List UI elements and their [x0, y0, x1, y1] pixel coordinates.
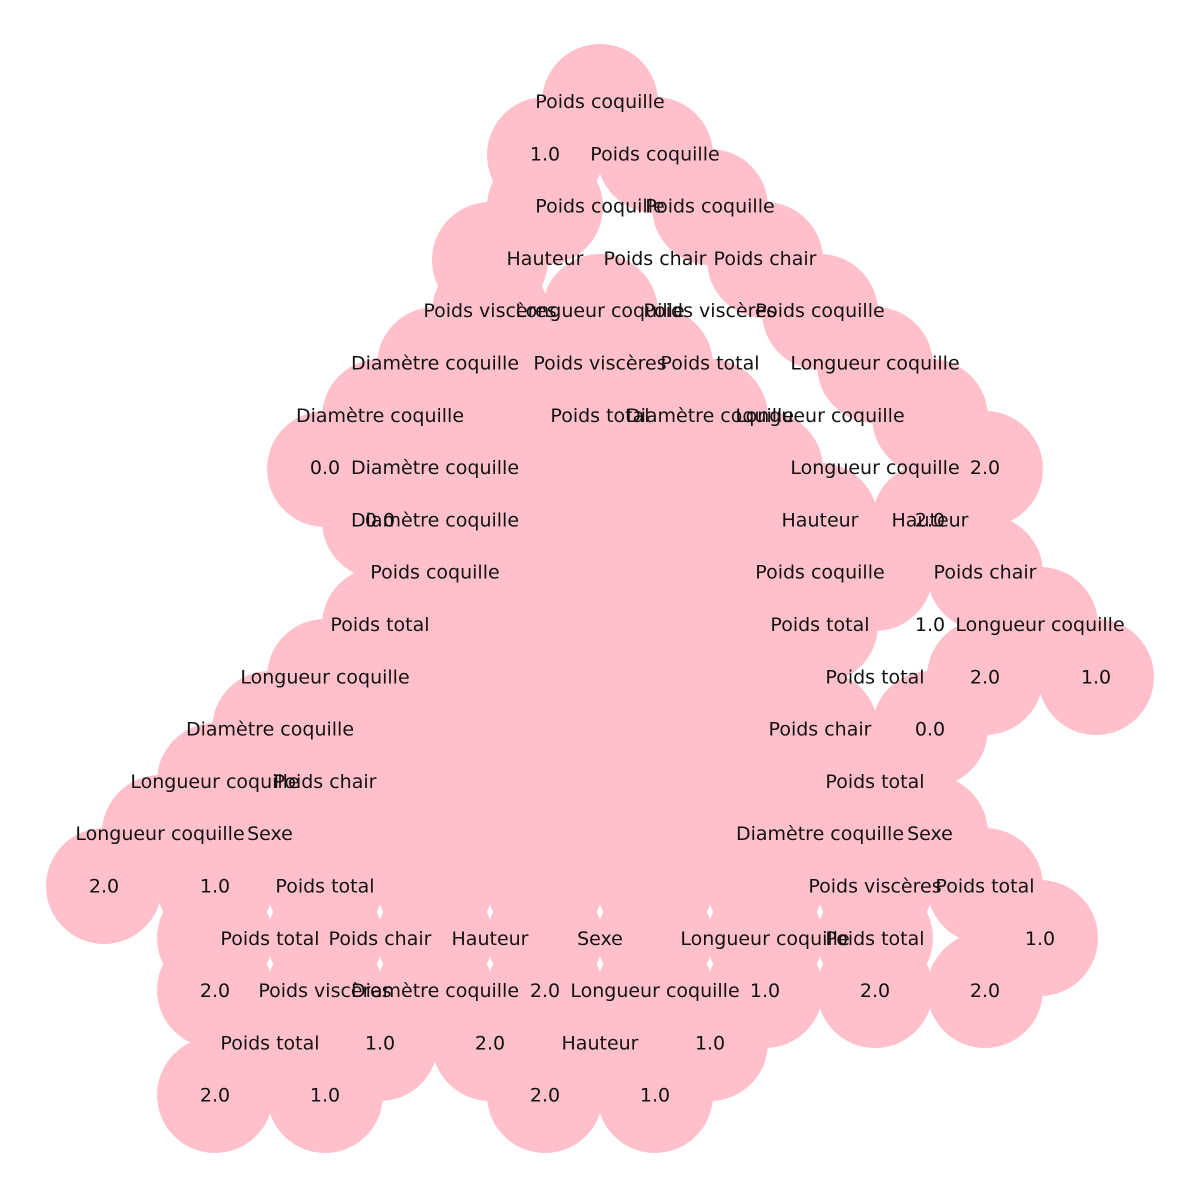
tree-node-label: 0.0 [915, 719, 945, 741]
tree-node-label: Poids chair [274, 771, 377, 793]
tree-node-label: Longueur coquille [680, 928, 849, 950]
tree-node-label: 2.0 [89, 876, 119, 898]
tree-node-label: Poids chair [329, 928, 432, 950]
tree-node-label: 1.0 [750, 980, 780, 1002]
tree-node-label: 2.0 [860, 980, 890, 1002]
tree-node-label: Diamètre coquille [351, 457, 519, 479]
tree-node-label: Poids total [330, 614, 429, 636]
tree-node-label: 2.0 [475, 1032, 505, 1054]
tree-node-label: Poids viscères [423, 300, 556, 322]
tree-node-label: 2.0 [200, 1085, 230, 1107]
tree-node-label: 1.0 [1081, 666, 1111, 688]
tree-node-label: 2.0 [970, 980, 1000, 1002]
tree-node-label: 1.0 [695, 1032, 725, 1054]
tree-node-label: Sexe [577, 928, 623, 950]
tree-node-circle [487, 1037, 603, 1153]
tree-node-label: Poids total [770, 614, 869, 636]
tree-node-label: 1.0 [310, 1085, 340, 1107]
tree-node-label: Diamètre coquille [736, 823, 904, 845]
tree-node-label: 1.0 [365, 1032, 395, 1054]
tree-node-label: Poids total [220, 928, 319, 950]
tree-node-label: Poids total [550, 405, 649, 427]
tree-node-label: Longueur coquille [570, 980, 739, 1002]
tree-node-label: 2.0 [200, 980, 230, 1002]
tree-node-label: Poids viscères [808, 876, 941, 898]
tree-node-label: Poids chair [769, 719, 872, 741]
tree-node-label: Poids total [275, 876, 374, 898]
tree-node-label: Longueur coquille [130, 771, 299, 793]
tree-node-circle [267, 1037, 383, 1153]
tree-node-label: 0.0 [310, 457, 340, 479]
tree-node-label: Hauteur [452, 928, 529, 950]
tree-node-circle [157, 1037, 273, 1153]
tree-node-label: 2.0 [530, 1085, 560, 1107]
tree-node-label: 0.0 [365, 509, 395, 531]
tree-node-label: Longueur coquille [955, 614, 1124, 636]
tree-node-circle [46, 828, 162, 944]
tree-node-label: Poids coquille [535, 91, 664, 113]
tree-node-label: 2.0 [970, 666, 1000, 688]
tree-node-label: Poids total [825, 666, 924, 688]
tree-node-label: Poids coquille [590, 143, 719, 165]
tree-node-label: Poids chair [604, 248, 707, 270]
tree-node-label: Longueur coquille [515, 300, 684, 322]
tree-node-label: Hauteur [782, 509, 859, 531]
tree-node-label: Poids total [220, 1032, 319, 1054]
tree-node-label: Hauteur [507, 248, 584, 270]
tree-node-label: Longueur coquille [75, 823, 244, 845]
tree-node-label: Poids coquille [535, 196, 664, 218]
tree-node-circle [1038, 619, 1154, 735]
tree-node-label: 1.0 [915, 614, 945, 636]
tree-node-circle [597, 1037, 713, 1153]
tree-node-label: Poids viscères [643, 300, 776, 322]
tree-node-label: Diamètre coquille [351, 509, 519, 531]
tree-node-label: Poids coquille [755, 300, 884, 322]
tree-node-label: Longueur coquille [790, 353, 959, 375]
tree-node-label: Diamètre coquille [296, 405, 464, 427]
tree-node-label: Poids chair [934, 562, 1037, 584]
node-layer [46, 44, 1154, 1153]
tree-node-label: 2.0 [915, 509, 945, 531]
tree-node-label: Diamètre coquille [351, 980, 519, 1002]
tree-node-label: Poids coquille [645, 196, 774, 218]
tree-node-label: Sexe [247, 823, 293, 845]
tree-node-label: Diamètre coquille [186, 719, 354, 741]
tree-node-label: Poids total [825, 928, 924, 950]
tree-node-label: Poids viscères [258, 980, 391, 1002]
tree-node-label: Longueur coquille [735, 405, 904, 427]
tree-node-label: Hauteur [562, 1032, 639, 1054]
tree-node-label: Poids coquille [755, 562, 884, 584]
tree-node-label: 1.0 [1025, 928, 1055, 950]
tree-node-label: Poids chair [714, 248, 817, 270]
tree-node-label: Poids total [660, 353, 759, 375]
tree-node-label: 1.0 [200, 876, 230, 898]
tree-node-label: Diamètre coquille [626, 405, 794, 427]
tree-node-label: Poids total [825, 771, 924, 793]
tree-node-label: Sexe [907, 823, 953, 845]
tree-node-label: Poids viscères [533, 353, 666, 375]
tree-node-label: Poids coquille [370, 562, 499, 584]
tree-node-label: Diamètre coquille [351, 353, 519, 375]
tree-node-label: Longueur coquille [240, 666, 409, 688]
tree-node-label: Hauteur [892, 509, 969, 531]
tree-node-label: 1.0 [640, 1085, 670, 1107]
tree-node-label: 2.0 [530, 980, 560, 1002]
tree-node-label: 2.0 [970, 457, 1000, 479]
tree-node-label: 1.0 [530, 143, 560, 165]
tree-node-label: Longueur coquille [790, 457, 959, 479]
tree-node-label: Poids total [935, 876, 1034, 898]
tree-node-circle [817, 932, 933, 1048]
tree-node-circle [927, 932, 1043, 1048]
